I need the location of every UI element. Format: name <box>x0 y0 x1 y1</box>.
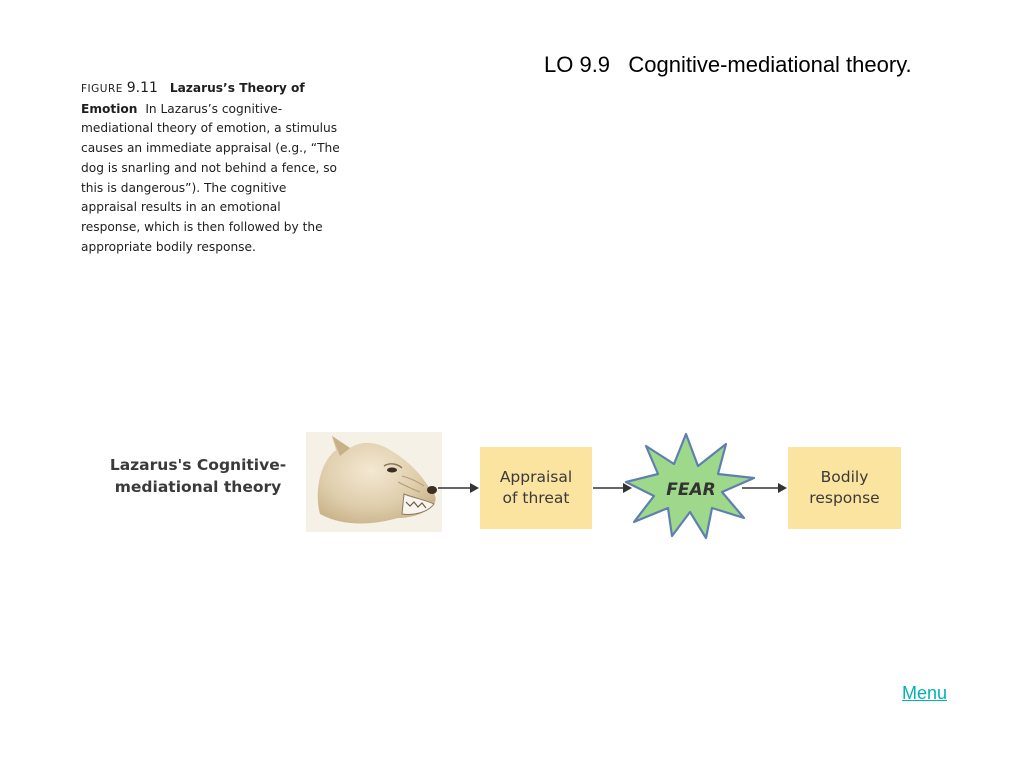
figure-caption: FIGURE 9.11 Lazarus’s Theory of Emotion … <box>81 79 343 257</box>
flow-title: Lazarus's Cognitive-mediational theory <box>109 456 287 496</box>
arrow-icon <box>742 483 787 493</box>
figure-heading: Lazarus’s Theory of Emotion <box>81 81 305 116</box>
fear-starburst-icon: FEAR <box>624 432 756 540</box>
figure-number: 9.11 <box>126 80 158 96</box>
slide-title: LO 9.9 Cognitive-mediational theory. <box>544 52 912 77</box>
figure-body: In Lazarus’s cognitive-mediational theor… <box>81 101 340 254</box>
arrow-icon <box>438 483 479 493</box>
figure-label: FIGURE <box>81 83 123 95</box>
bodily-response-box: Bodily response <box>788 447 901 529</box>
fear-label: FEAR <box>666 480 715 500</box>
menu-link[interactable]: Menu <box>902 683 948 703</box>
snarling-dog-icon <box>306 432 442 532</box>
appraisal-box: Appraisal of threat <box>480 447 592 529</box>
arrow-icon <box>593 483 632 493</box>
